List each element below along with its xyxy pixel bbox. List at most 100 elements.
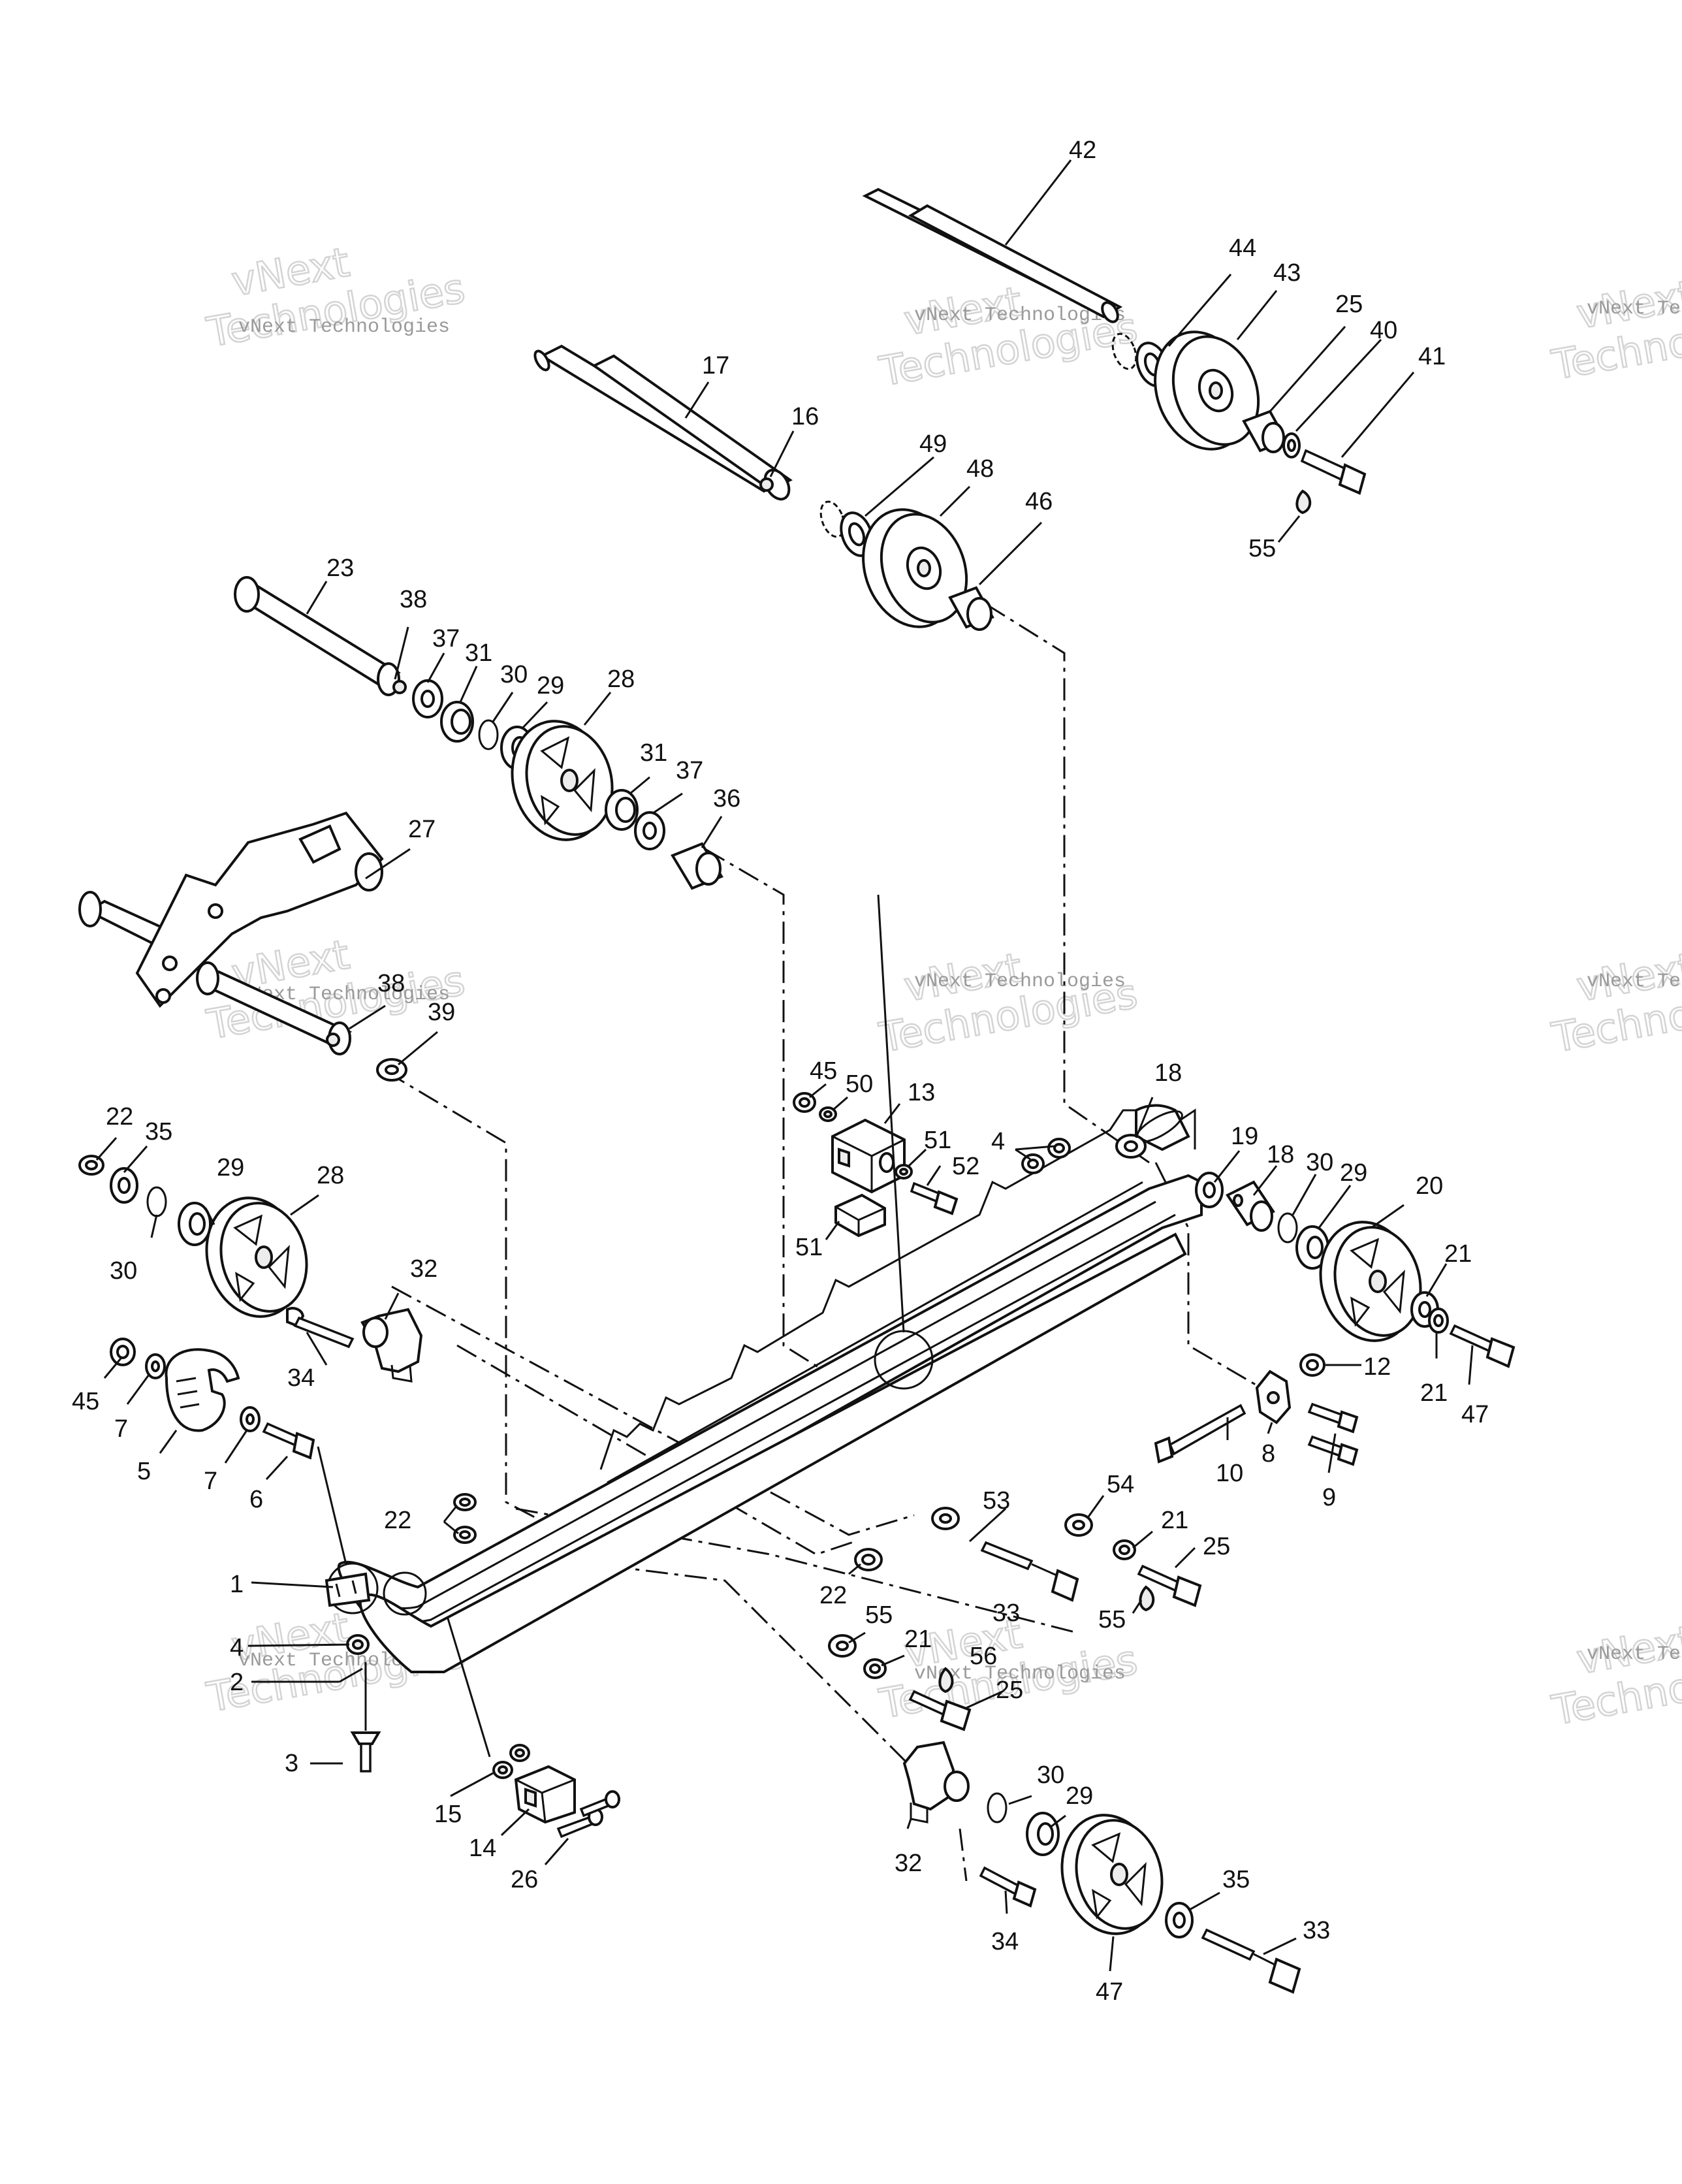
watermark-small: vNext Technologies [1587, 971, 1682, 993]
callout-56: 55 [1248, 535, 1276, 562]
washer-51-b [895, 1164, 913, 1180]
washer-35-bottom [1165, 1902, 1194, 1938]
callout-30: 30 [1306, 1149, 1333, 1176]
bolt-34-bottom [979, 1866, 1037, 1908]
callout-39: 39 [428, 999, 455, 1026]
bolt-33-center [980, 1541, 1079, 1602]
spacer-36 [671, 842, 723, 890]
callout-19: 20 [1416, 1172, 1443, 1200]
callout-11: 12 [1363, 1353, 1391, 1381]
callout-28: 28 [607, 666, 635, 693]
callout-30: 30 [500, 661, 528, 688]
callout-25: 25 [996, 1677, 1023, 1704]
bolt-25-a [1137, 1564, 1202, 1607]
callout-54: 53 [983, 1487, 1010, 1515]
callout-51: 51 [924, 1127, 951, 1154]
washer-55-a [1064, 1513, 1093, 1537]
callout-43: 43 [1273, 259, 1301, 287]
wheel-28-left [205, 1196, 308, 1318]
watermark-small: vNext Technologies [914, 971, 1126, 993]
callout-22: 22 [106, 1103, 133, 1131]
callout-47: 47 [1461, 1401, 1489, 1428]
callout-37: 37 [676, 757, 703, 784]
callout-55: 55 [865, 1601, 893, 1629]
callout-29: 29 [537, 672, 564, 699]
callout-5: 5 [137, 1458, 151, 1485]
washer-21-lower [863, 1658, 887, 1679]
callout-28: 28 [317, 1162, 344, 1189]
callout-2: 2 [230, 1669, 244, 1696]
callout-18: 19 [1231, 1123, 1258, 1150]
bolt-25-b [908, 1690, 972, 1731]
clip-30-right [1277, 1212, 1298, 1244]
shaft-42 [862, 187, 1123, 323]
washer-18-a [1115, 1134, 1147, 1159]
callout-56: 56 [970, 1643, 997, 1670]
callout-41: 41 [1418, 343, 1446, 370]
wheel-19 [1319, 1221, 1422, 1342]
callout-21: 21 [1420, 1379, 1448, 1407]
watermark-small: vNext Technologies [238, 316, 450, 338]
callout-13: 14 [469, 1835, 496, 1862]
callout-8: 8 [1262, 1440, 1275, 1468]
callout-23: 23 [326, 554, 354, 582]
grease-56-lower [938, 1667, 954, 1694]
callout-6: 6 [249, 1486, 263, 1513]
nut-45-left [110, 1338, 136, 1366]
callout-42: 42 [1069, 136, 1096, 164]
nuts-22-center [453, 1493, 477, 1544]
shaft-23 [234, 576, 407, 696]
callout-50: 49 [919, 430, 947, 458]
block-12 [831, 1118, 906, 1194]
callout-9: 9 [1322, 1484, 1336, 1511]
nut-22-left [78, 1155, 104, 1176]
clip-30-bottom [987, 1792, 1008, 1823]
callout-4: 4 [991, 1128, 1005, 1155]
washer-37-a [412, 679, 443, 718]
callout-14: 15 [434, 1801, 462, 1828]
callout-27: 27 [408, 816, 436, 843]
callout-37: 37 [432, 625, 460, 652]
callout-21: 21 [1161, 1507, 1188, 1534]
callout-30: 30 [1037, 1761, 1064, 1789]
shaft-38-lower [196, 961, 353, 1055]
spacer-17 [1226, 1180, 1275, 1232]
callout-29: 29 [1066, 1782, 1093, 1810]
bolt-34-left [286, 1307, 355, 1349]
callout-31: 31 [640, 739, 667, 767]
callout-32: 32 [410, 1255, 437, 1283]
watermark-small: vNext Technologies [1587, 298, 1682, 320]
grease-56-top [1295, 489, 1312, 515]
bolts-9 [1307, 1402, 1359, 1466]
callout-20: 21 [1444, 1240, 1472, 1268]
callout-34: 34 [991, 1928, 1019, 1955]
callout-1: 1 [230, 1571, 244, 1598]
washer-40 [1282, 432, 1301, 458]
wheel-43 [1154, 330, 1260, 451]
callout-51: 50 [846, 1070, 873, 1098]
callout-33: 33 [992, 1599, 1020, 1627]
callout-15: 16 [791, 403, 819, 430]
washer-21-center [1113, 1539, 1136, 1560]
clip-1 [325, 1572, 371, 1607]
washer-35-left [110, 1167, 138, 1204]
callout-7: 7 [114, 1415, 128, 1443]
callout-21: 21 [904, 1626, 932, 1653]
shaft-16 [533, 344, 793, 501]
screw-3 [350, 1731, 381, 1773]
slide-rail [326, 1104, 1203, 1673]
callout-17: 18 [1267, 1141, 1294, 1168]
block-13 [514, 1765, 576, 1824]
plate-8 [1255, 1370, 1292, 1424]
callout-26: 26 [511, 1866, 538, 1893]
watermark-small: vNext Technologies [1587, 1643, 1682, 1665]
bolts-26 [556, 1790, 620, 1839]
washer-21-right [1428, 1308, 1449, 1334]
wheel-28-top [511, 720, 614, 841]
arm-27 [78, 811, 384, 1008]
bolt-10 [1154, 1404, 1246, 1464]
callout-48: 47 [1096, 1978, 1123, 2006]
bearing-29-bottom [1026, 1812, 1060, 1856]
callout-10: 10 [1216, 1460, 1243, 1487]
